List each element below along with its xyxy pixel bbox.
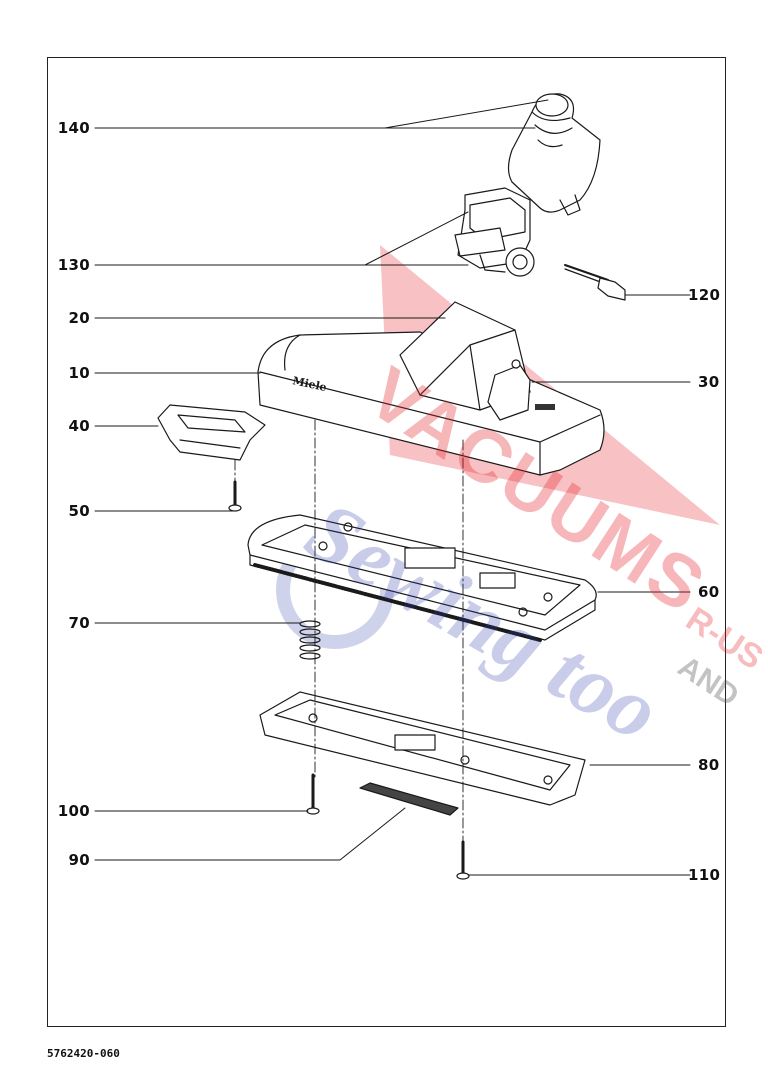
label-part-60: 60 xyxy=(698,583,720,601)
label-part-50: 50 xyxy=(68,502,90,520)
part-140-swivel-neck xyxy=(507,93,601,216)
part-80-base-plate xyxy=(259,691,586,806)
label-part-110: 110 xyxy=(688,866,721,884)
label-part-90: 90 xyxy=(68,851,90,869)
part-30-pedal xyxy=(487,359,531,421)
label-part-70: 70 xyxy=(68,614,90,632)
label-part-140: 140 xyxy=(57,119,90,137)
part-100-screw xyxy=(306,773,320,815)
label-part-120: 120 xyxy=(688,286,721,304)
part-120-axle-pin xyxy=(564,264,626,301)
assembly-axis-lines xyxy=(234,419,464,846)
label-part-20: 20 xyxy=(68,309,90,327)
label-part-30: 30 xyxy=(698,373,720,391)
label-part-80: 80 xyxy=(698,756,720,774)
part-60-brush-strip-plate xyxy=(247,514,597,642)
part-70-spring xyxy=(299,620,321,660)
part-130-joint xyxy=(454,187,535,277)
part-110-screw xyxy=(456,840,470,880)
part-50-screw xyxy=(228,480,242,512)
drawing-frame xyxy=(47,57,726,1027)
label-part-40: 40 xyxy=(68,417,90,435)
part-10-nozzle-housing: Miele xyxy=(257,331,605,476)
part-90-seal-strip xyxy=(359,782,459,816)
label-part-100: 100 xyxy=(57,802,90,820)
document-number: 5762420-060 xyxy=(47,1047,120,1060)
label-part-10: 10 xyxy=(68,364,90,382)
part-40-socket xyxy=(157,404,266,461)
leader-lines xyxy=(94,99,691,876)
label-part-130: 130 xyxy=(57,256,90,274)
